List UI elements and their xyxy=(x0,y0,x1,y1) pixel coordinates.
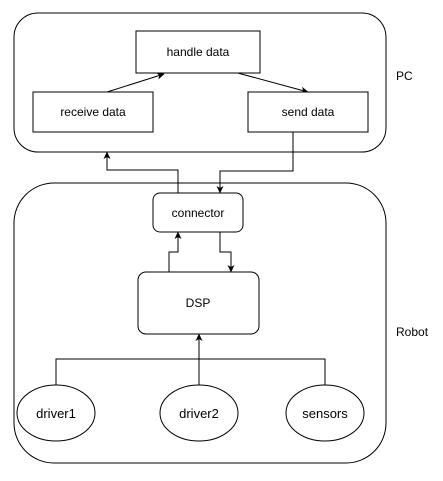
sensors-label: sensors xyxy=(302,406,348,421)
handle-data-label: handle data xyxy=(167,45,230,59)
edge-driver1-to-dsp xyxy=(55,358,199,385)
driver1-label: driver1 xyxy=(36,406,76,421)
dsp-label: DSP xyxy=(186,296,211,310)
edges xyxy=(55,71,326,385)
dsp-node xyxy=(137,271,260,335)
edge-receive-to-handle xyxy=(106,72,165,93)
connector-label: connector xyxy=(172,206,225,220)
receive-data-label: receive data xyxy=(60,105,126,119)
send-data-label: send data xyxy=(282,105,335,119)
robot-label: Robot xyxy=(396,325,429,339)
edge-sensors-to-dsp xyxy=(199,358,326,385)
pc-label: PC xyxy=(396,69,413,83)
handle-data-node xyxy=(135,30,261,74)
edge-connector-to-receive xyxy=(103,151,179,193)
sensors-node xyxy=(285,384,365,442)
edge-handle-to-send xyxy=(233,71,309,94)
edge-connector-to-dsp xyxy=(219,232,235,273)
receive-data-node xyxy=(32,91,154,133)
driver2-label: driver2 xyxy=(179,406,219,421)
edge-dsp-to-connector xyxy=(168,231,182,272)
connector-node xyxy=(152,192,244,233)
driver2-node xyxy=(159,384,239,442)
edge-send-to-connector xyxy=(216,132,294,194)
driver1-node xyxy=(16,384,96,442)
send-data-node xyxy=(247,91,369,133)
